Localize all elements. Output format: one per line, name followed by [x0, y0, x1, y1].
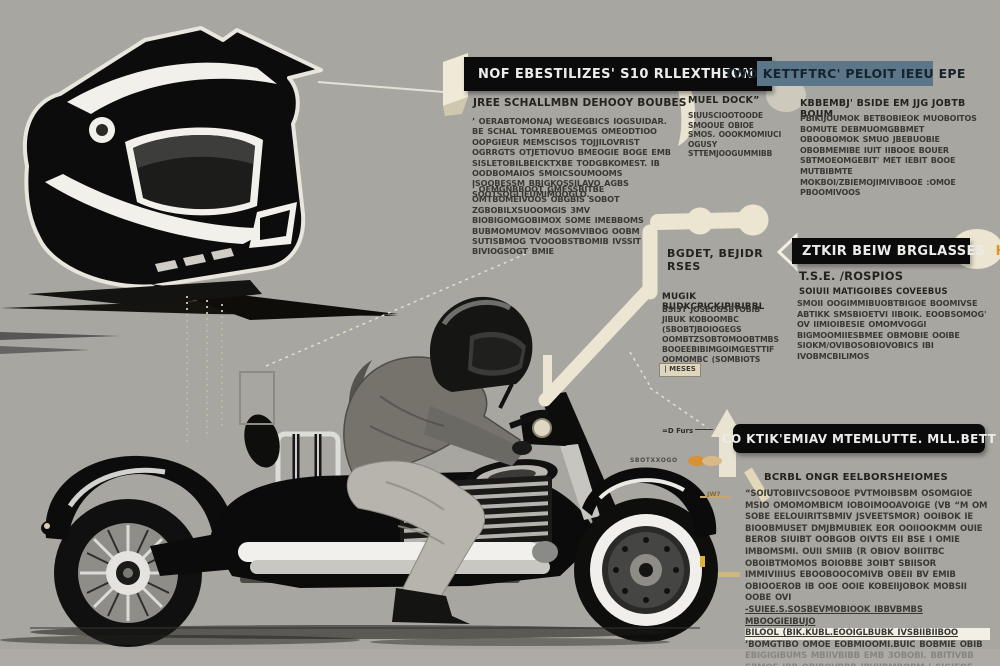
bottom-right-paragraph-top: “SOIUTOBIIVCSOBOOE PVTMOIBSBM OSOMGIOE M… [745, 489, 988, 604]
top-left-paragraph-2: ’ OEMGNBBOOT GMESSBITBE OMTBOMEIVOOS OBG… [472, 184, 644, 257]
bottom-right-link-2: BILOOL (BIK.KUBL.EOOIGLBUBK IVSBIIBIIBOO [745, 628, 990, 640]
banner-bottom-right: CO KTIK'EMIAV MTEMLUTTE. MLL.BETT [722, 424, 996, 453]
mid-right-subheading: SOIUII MATIGOIBES COVEEBUS [799, 286, 948, 296]
top-mid-paragraph: SIUUSCIOOTOODE SMOOUE OBIOE SMOS. OOOKMO… [688, 111, 782, 159]
motorcycle-rider-illustration [0, 280, 718, 647]
mid-left-heading: BGDET, BEJIDR RSES [667, 247, 764, 273]
banner-top-left-title: NOF EBESTILIZES' S10 RLLEXTHEON I [478, 66, 764, 82]
mid-left-subheading: MUGIK BUDKCPICKIPIBIBBL [662, 292, 765, 312]
banner-top-right: TWO KETTFTRC' PELOIT IEEU EPE [724, 61, 965, 86]
top-left-heading: JREE SCHALLMBN DEHOOY BOUBES [473, 97, 687, 109]
orange-dot-icon [688, 456, 706, 466]
top-right-heading: KBBEMBJ' BSIDE EM JJG JOBTB BOUM [800, 98, 966, 120]
bottom-right-paragraph: “SOIUTOBIIVCSOBOOE PVTMOIBSBM OSOMGIOE M… [745, 489, 990, 666]
fuel-label: =D Furs [662, 427, 732, 435]
meses-button: | MESES [659, 363, 701, 377]
top-mid-heading: MUEL DOCK” [688, 95, 760, 106]
bottom-right-heading: BCRBL ONGR EELBORSHEIOMES [764, 472, 948, 483]
mid-right-paragraph: SMOII OOGIMMIBUOBTBIGOE BOOMIVSE ABTIKK … [797, 298, 987, 361]
top-right-paragraph: PBIKIJOUMOK BETBOBIEOK MUOBOITOS BOMUTE … [800, 114, 977, 198]
ground-strip [0, 649, 1000, 666]
chin-swoosh [45, 174, 273, 244]
ribbon-arrow-left-icon [443, 53, 468, 116]
banner-mid-right: ZTKIR BEIW BRGLASSES HEI [792, 238, 1000, 264]
rider [343, 296, 533, 624]
helmet-illustration [22, 26, 323, 289]
top-left-paragraph-1: ’ OERABTOMONAJ WEGEGBICS IOGSUIDAR. BE S… [472, 116, 671, 199]
rear-fender [45, 455, 237, 542]
helmet-visor-band [67, 62, 277, 114]
micro-label-2: JW? [707, 490, 721, 498]
connector-line [538, 204, 769, 407]
rider-pants [346, 460, 485, 599]
micro-label: SBOTXXOGO [630, 457, 678, 464]
banner-mid-right-accent: HEI [996, 244, 1000, 259]
rider-boot [392, 588, 470, 624]
mid-right-heading: T.S.E. /ROSPIOS [799, 269, 904, 283]
bottom-right-link-1: -SUIEE.S.SOSBEVMOBIOOK IBBVBMBS MBOOGIEI… [745, 604, 923, 627]
front-wheel [574, 498, 718, 642]
